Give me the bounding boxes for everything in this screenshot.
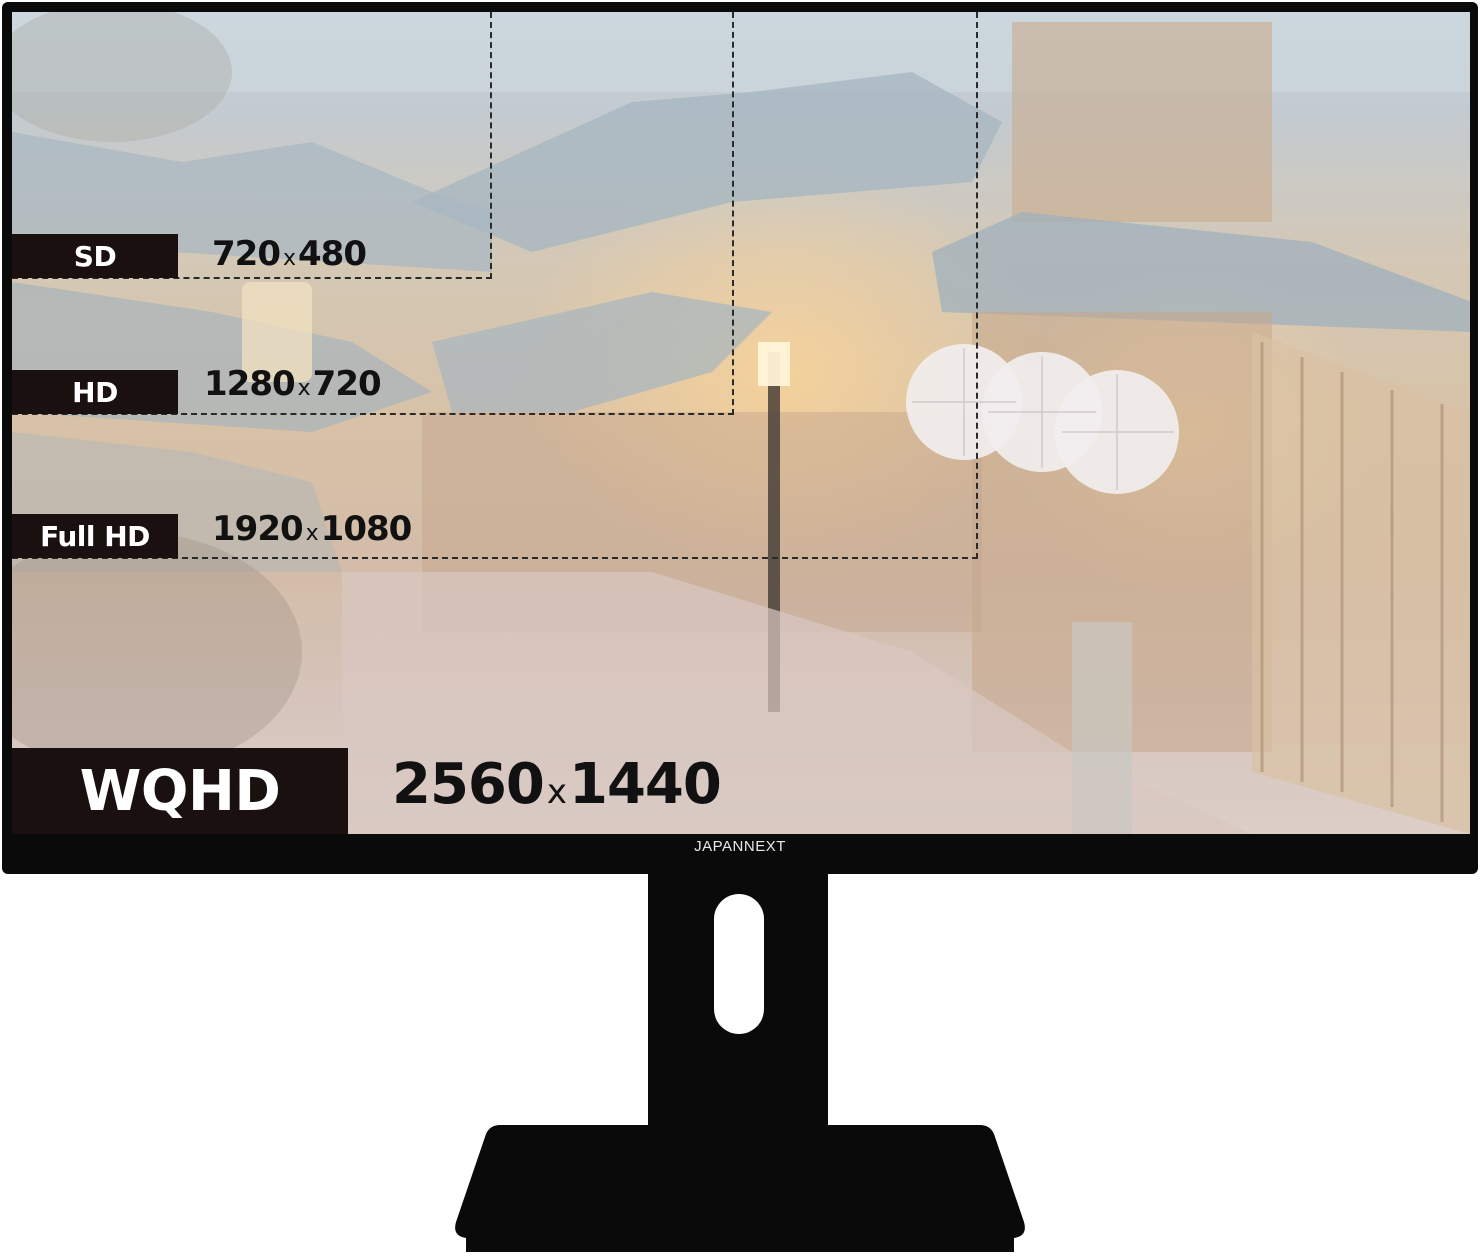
resolution-sd-width: 720 <box>212 234 281 274</box>
resolution-wqhd-height: 1440 <box>568 752 722 817</box>
times-sign: x <box>305 521 319 546</box>
label-full-hd-text: Full HD <box>40 519 150 553</box>
resolution-sd-height: 480 <box>298 234 367 274</box>
times-sign: x <box>546 772 567 812</box>
resolution-full-hd-height: 1080 <box>320 509 413 549</box>
region-hd <box>12 12 734 415</box>
label-hd: HD <box>12 370 178 414</box>
resolution-hd-height: 720 <box>312 364 382 404</box>
resolution-wqhd: 2560x1440 <box>392 752 722 817</box>
times-sign: x <box>282 246 296 271</box>
region-full-hd <box>12 12 978 559</box>
brand-logo-text: JAPANNEXT <box>694 838 786 855</box>
resolution-hd-width: 1280 <box>204 364 296 404</box>
label-sd: SD <box>12 234 178 278</box>
times-sign: x <box>297 376 311 401</box>
street-scene-image <box>12 12 1470 834</box>
cable-management-hole <box>714 894 764 1034</box>
label-hd-text: HD <box>72 375 118 409</box>
label-wqhd: WQHD <box>12 748 348 834</box>
resolution-wqhd-width: 2560 <box>392 752 545 817</box>
label-full-hd: Full HD <box>12 514 178 558</box>
label-sd-text: SD <box>73 239 117 273</box>
region-sd <box>12 12 492 279</box>
resolution-full-hd-width: 1920 <box>212 509 304 549</box>
monitor-stand-neck <box>648 872 828 1132</box>
label-wqhd-text: WQHD <box>79 758 281 824</box>
